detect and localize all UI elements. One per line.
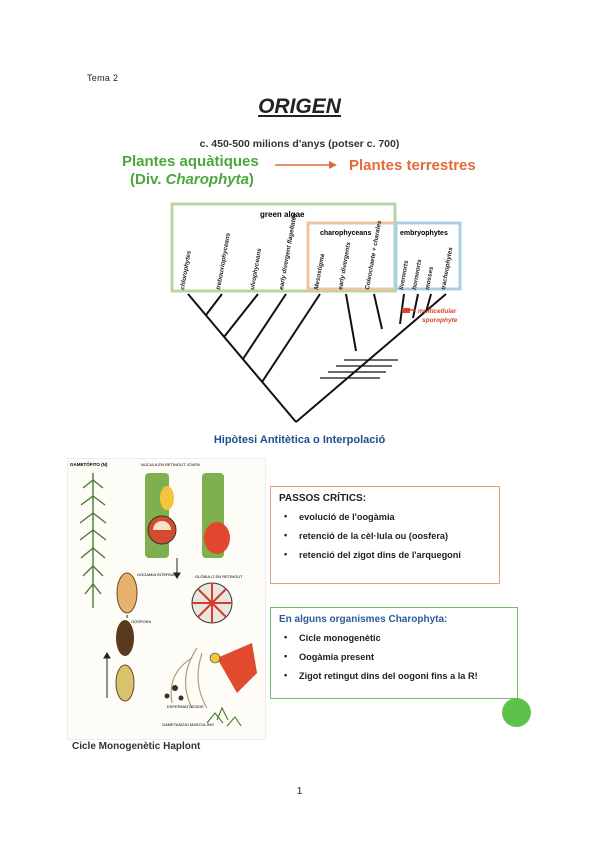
multicellular-marker (402, 308, 410, 313)
charophyta-item: Oogàmia present (279, 651, 509, 662)
taxon-liverworts: liverworts (398, 259, 410, 290)
subtitle: c. 450-500 milions d'anys (potser c. 700… (199, 138, 400, 150)
charophyta-heading: En alguns organismes Charophyta: (279, 614, 448, 625)
division-label: (Div. Charophyta) (130, 171, 254, 188)
spermatozoids (164, 685, 184, 701)
oospore-1 (116, 572, 138, 614)
taxon-hornworts: hornworts (411, 258, 423, 290)
green-dot-icon (502, 698, 531, 727)
critical-steps-heading: PASSOS CRÍTICS: (279, 493, 367, 504)
hypothesis-heading: Hipòtesi Antitètica o Interpolació (213, 434, 386, 446)
phylogenetic-tree: green algae charophyceans embryophytes c… (170, 202, 462, 423)
label-oogamia: OOGAMIA INTERNA (137, 572, 175, 577)
cycle-caption: Cicle Monogenètic Haplont (72, 741, 201, 752)
taxon-chlorophytes: chlorophytes (179, 250, 193, 291)
taxon-tracheophytes: tracheophytes (440, 246, 454, 290)
embryophytes-box (394, 221, 462, 291)
group-label-green-algae: green algae (260, 210, 305, 219)
charophyta-item: Cicle monogenètic (279, 632, 509, 643)
group-label-embryophytes: embryophytes (400, 230, 448, 237)
charophyta-item: Zigot retingut dins del oogoni fins a la… (279, 670, 509, 681)
taxon-early-divergent-flagellates: early divergent flagellates (278, 212, 298, 290)
taxon-mesostigma: Mesostigma (313, 253, 326, 291)
life-cycle-illustration: GAMETÒFITO (N) NÚCULA EN RETINGUT JOVEN (67, 458, 266, 740)
label-gametangio: GAMETANGIO MASCULINO (162, 722, 214, 727)
terrestrial-plants-label: Plantes terrestres (349, 157, 476, 174)
annotation-sporophyte: sporophyte (422, 317, 458, 324)
transition-arrow-icon (275, 161, 337, 169)
critical-step-item: retenció del zigot dins de l'arquegoni (279, 549, 491, 560)
critical-step-item: retenció de la cèl·lula ou (oosfera) (279, 530, 491, 541)
page-number: 1 (296, 786, 303, 797)
oospore-2 (116, 620, 134, 656)
critical-steps-box: PASSOS CRÍTICS: evolució de l'oogàmia re… (270, 486, 500, 584)
page-title: ORIGEN (258, 95, 341, 118)
taxon-trebouxiophyceans: trebouxiophyceans (215, 232, 232, 291)
label-gametophyte: GAMETÒFITO (N) (70, 460, 108, 467)
group-label-charophyceans: charophyceans (320, 230, 371, 237)
label-spermatozoid: ESPERMATOZOIDE (167, 704, 204, 709)
label-glomerulo: GLÓBULO EN RETINGUT (195, 574, 243, 579)
nucula-structures (145, 473, 230, 558)
aquatic-plants-label: Plantes aquàtiques (122, 153, 259, 170)
taxon-mosses: mosses (424, 266, 435, 291)
label-nucula: NÚCULA EN RETINGUT JOVEN (141, 462, 200, 467)
annotation-multicellular: multicellular (418, 308, 457, 315)
charophyta-box: En alguns organismes Charophyta: Cicle m… (270, 607, 518, 699)
label-oospora: OOSPORA (131, 619, 152, 624)
taxon-ulvophyceans: ulvophyceans (249, 247, 263, 290)
chara-plant (79, 473, 107, 608)
taxon-early-divergents: early divergents (337, 241, 352, 290)
header-tema: Tema 2 (87, 73, 119, 83)
critical-step-item: evolució de l'oogàmia (279, 511, 491, 522)
oospore-3 (115, 664, 135, 702)
antheridium (217, 643, 257, 693)
